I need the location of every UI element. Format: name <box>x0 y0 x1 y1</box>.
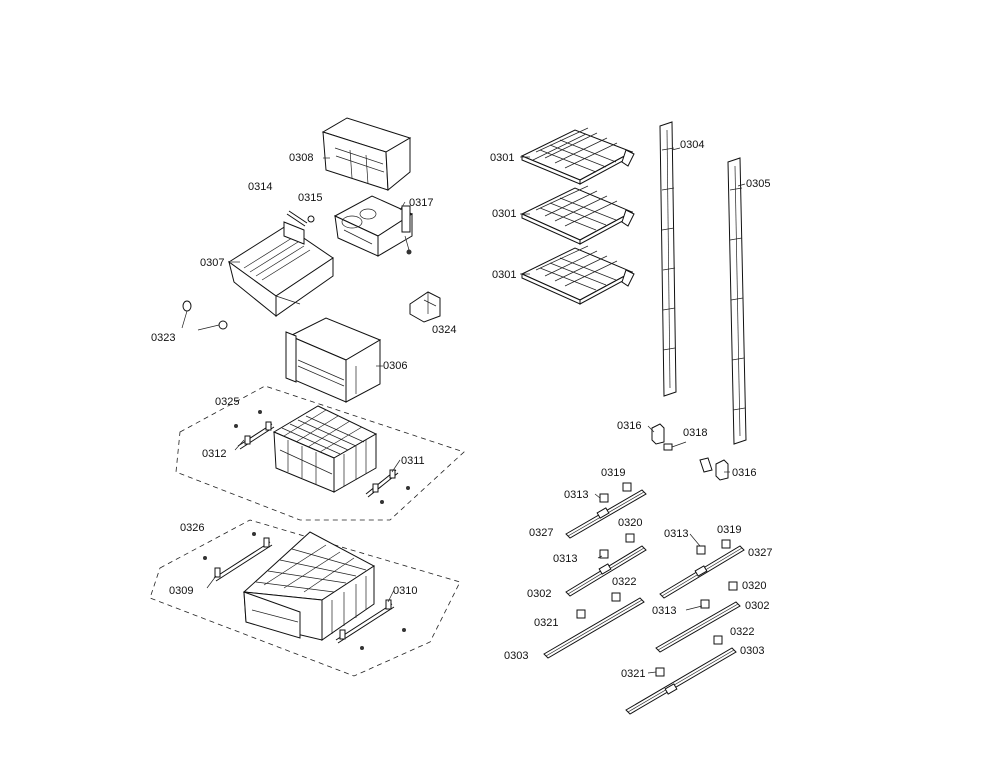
clip-0320-b <box>728 581 738 591</box>
part-labels: 0308 0314 0315 0317 0307 0323 0324 0306 … <box>151 139 772 680</box>
label-0319-a: 0319 <box>601 467 625 479</box>
group-outline-0325 <box>175 385 465 521</box>
label-0303-b: 0303 <box>740 645 764 657</box>
clip-0322-a <box>611 592 621 602</box>
label-0316-b: 0316 <box>732 467 756 479</box>
label-0313-a: 0313 <box>564 489 588 501</box>
rail-0302-a <box>565 545 647 597</box>
label-0327-b: 0327 <box>748 547 772 559</box>
clip-0319-b <box>721 539 731 549</box>
rail-0327-b <box>659 545 745 599</box>
label-0320-a: 0320 <box>618 517 642 529</box>
part-0301-shelf-2 <box>520 185 635 245</box>
part-0315-screw <box>307 215 315 223</box>
part-0304-ladder <box>659 121 677 397</box>
label-0315: 0315 <box>298 192 322 204</box>
label-0314: 0314 <box>248 181 272 193</box>
label-0318: 0318 <box>683 427 707 439</box>
rail-0303-a <box>543 597 645 659</box>
label-0326: 0326 <box>180 522 204 534</box>
part-0324-bracket <box>409 291 441 323</box>
part-0326-basket <box>242 531 375 641</box>
part-0308-pan <box>321 117 412 192</box>
rail-0327-a <box>565 489 647 539</box>
label-0302-a: 0302 <box>527 588 551 600</box>
part-0301-shelf-1 <box>520 127 635 185</box>
group-outline-0326 <box>149 519 461 677</box>
label-0321-b: 0321 <box>621 668 645 680</box>
part-0309-rail <box>203 532 273 582</box>
label-0321-a: 0321 <box>534 617 558 629</box>
label-0301-b: 0301 <box>492 208 516 220</box>
part-0314-pin <box>286 210 308 227</box>
label-0313-d: 0313 <box>652 605 676 617</box>
clip-0319-a <box>622 482 632 492</box>
label-0301-a: 0301 <box>490 152 514 164</box>
label-0313-c: 0313 <box>664 528 688 540</box>
label-0325: 0325 <box>215 396 239 408</box>
label-0306: 0306 <box>383 360 407 372</box>
label-0323: 0323 <box>151 332 175 344</box>
clip-0321-a <box>576 609 586 619</box>
label-0303-a: 0303 <box>504 650 528 662</box>
part-0312-rail <box>234 410 275 450</box>
label-0302-b: 0302 <box>745 600 769 612</box>
label-0313-b: 0313 <box>553 553 577 565</box>
label-0305: 0305 <box>746 178 770 190</box>
label-0304: 0304 <box>680 139 704 151</box>
label-0327-a: 0327 <box>529 527 553 539</box>
label-0307: 0307 <box>200 257 224 269</box>
part-0316-clip-a <box>651 423 665 445</box>
part-0305-ladder <box>727 157 747 445</box>
part-0301-shelf-3 <box>520 245 635 305</box>
part-0325-basket <box>272 405 378 493</box>
label-0322-a: 0322 <box>612 576 636 588</box>
clip-0320-a <box>625 533 635 543</box>
leader-lines <box>206 147 746 674</box>
part-0323-bumpers <box>181 300 228 331</box>
part-0306-bin <box>285 317 382 403</box>
part-0310-rail <box>335 599 406 650</box>
part-0317-assembly <box>333 195 414 257</box>
label-0309: 0309 <box>169 585 193 597</box>
clip-0313-b <box>599 549 609 559</box>
label-0320-b: 0320 <box>742 580 766 592</box>
rail-0302-b <box>655 601 741 653</box>
clip-0313-a <box>599 493 609 503</box>
label-0310: 0310 <box>393 585 417 597</box>
label-0316-a: 0316 <box>617 420 641 432</box>
clip-0313-d <box>700 599 710 609</box>
part-0318-clip <box>663 441 687 451</box>
label-0324: 0324 <box>432 324 456 336</box>
clip-0321-b <box>655 667 665 677</box>
label-0301-c: 0301 <box>492 269 516 281</box>
part-0307-tray <box>228 221 334 318</box>
clip-0313-c <box>696 545 706 555</box>
label-0322-b: 0322 <box>730 626 754 638</box>
part-0311-rail <box>365 469 410 504</box>
label-0311: 0311 <box>401 455 425 467</box>
part-0316-clip-b <box>699 457 729 481</box>
label-0317: 0317 <box>409 197 433 209</box>
label-0319-b: 0319 <box>717 524 741 536</box>
rail-0303-b <box>625 647 737 715</box>
label-0308: 0308 <box>289 152 313 164</box>
label-0312: 0312 <box>202 448 226 460</box>
clip-0322-b <box>713 635 723 645</box>
